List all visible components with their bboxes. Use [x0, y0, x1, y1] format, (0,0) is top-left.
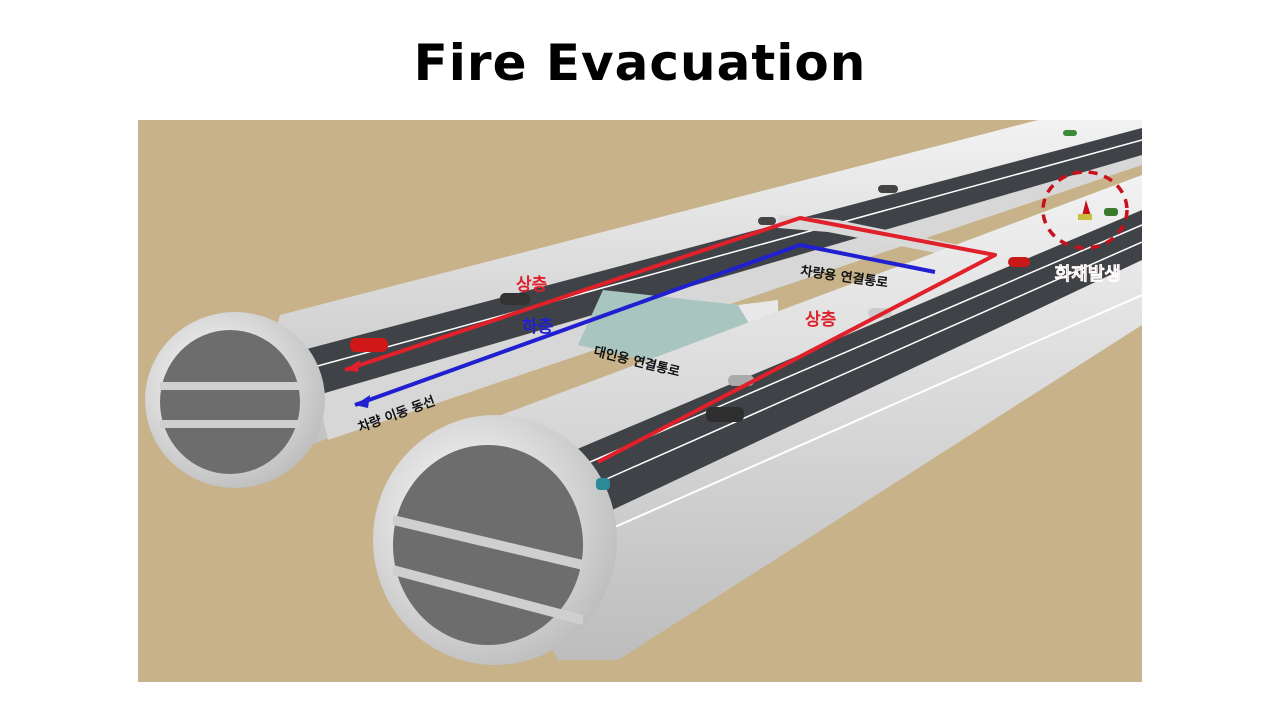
right-tunnel — [373, 175, 1142, 665]
car — [500, 293, 530, 305]
label-upper-right: 상층 — [805, 310, 837, 330]
car — [596, 478, 610, 490]
lower-route-line — [354, 243, 936, 407]
fire-marker — [1041, 170, 1129, 250]
upper-route-line — [344, 216, 997, 464]
vehicles — [350, 130, 1077, 490]
car — [706, 407, 744, 422]
slide-title: Fire Evacuation — [413, 34, 867, 92]
car — [878, 185, 898, 193]
flame-icon — [1082, 200, 1091, 216]
lower-route-arrow-icon — [355, 395, 370, 408]
label-upper-left: 상층 — [516, 275, 548, 295]
car — [758, 217, 776, 225]
upper-route-arrow-icon — [345, 360, 360, 372]
car — [1008, 257, 1030, 267]
car — [350, 338, 388, 352]
label-fire-occurrence: 화재발생 — [1055, 264, 1121, 285]
car — [1063, 130, 1077, 136]
label-lower-left: 하층 — [522, 317, 554, 337]
tunnel-evacuation-illustration: 상층 하층 차량용 연결통로 상층 대인용 연결통로 차량 이동 동선 화재발생 — [138, 120, 1142, 682]
fire-circle-icon — [1041, 170, 1129, 250]
